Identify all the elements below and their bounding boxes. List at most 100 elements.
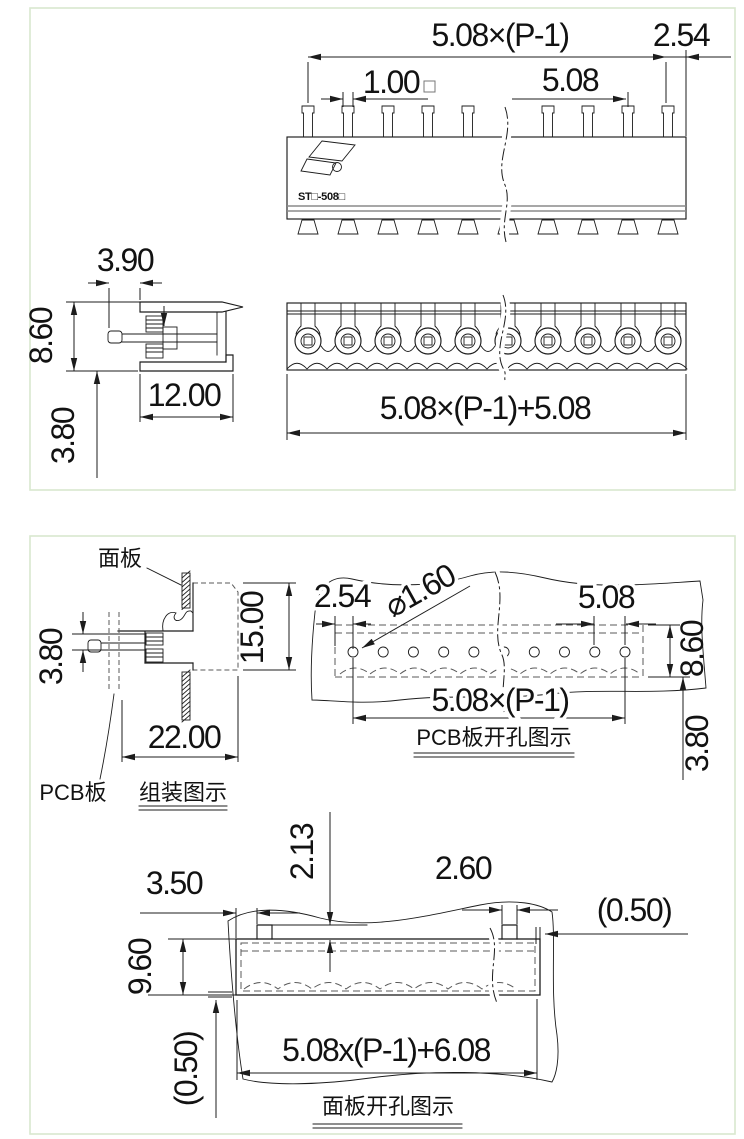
dim-height: 8.60 <box>674 620 710 677</box>
terminal-inner <box>620 333 636 349</box>
panel-cutout-title: 面板开孔图示 <box>322 1094 454 1119</box>
latch-foot <box>617 219 639 235</box>
dimension-lines <box>72 582 296 762</box>
dim-height: 8.60 <box>23 307 59 364</box>
hatch <box>181 579 191 588</box>
dimension-lines <box>66 279 234 478</box>
hatch <box>181 574 191 584</box>
square-hole <box>623 336 633 346</box>
terminal-ring <box>534 327 562 355</box>
cell-arc <box>520 345 536 352</box>
side-view-drawing: 3.90 8.60 12.00 3.80 <box>23 242 244 478</box>
dim-depth: 22.00 <box>148 719 221 755</box>
hatch <box>181 583 191 593</box>
cell-neck <box>295 302 321 335</box>
break-line <box>497 105 513 244</box>
dim-hole-diameter: ⌀1.60 <box>379 556 462 624</box>
terminal-ring <box>574 327 602 355</box>
top-wall <box>139 301 244 313</box>
pcb-hole-title: PCB板开孔图示 <box>416 725 571 750</box>
hatch <box>181 700 191 710</box>
pcb-region-outline <box>310 571 707 703</box>
square-hole <box>303 336 313 346</box>
dim-pitch: 5.08 <box>578 579 635 615</box>
latch-foot <box>577 219 599 235</box>
cell-neck <box>575 302 601 335</box>
cell-arc <box>640 345 656 352</box>
pcb-hole <box>407 646 419 658</box>
terminal-inner <box>340 333 356 349</box>
brand-logo <box>300 140 356 176</box>
terminal-inner <box>660 333 676 349</box>
dim-height: 15.00 <box>234 591 270 664</box>
dim-clearance-right: (0.50) <box>597 892 672 928</box>
dim-pin-offset: 3.80 <box>33 628 69 685</box>
front-panel-upper <box>181 572 191 609</box>
latch-foot <box>497 219 519 235</box>
hatch <box>181 705 191 714</box>
break-chain-line <box>501 106 509 243</box>
square-hole <box>423 336 433 346</box>
dim-notch-width: 2.60 <box>435 850 492 886</box>
dim-notch-height: 2.13 <box>284 823 320 880</box>
terminal-ring <box>654 327 682 355</box>
terminal-inner <box>300 333 316 349</box>
pcb-hole <box>438 646 450 658</box>
cell-neck <box>375 302 401 335</box>
break-line <box>490 570 509 713</box>
cell-arc <box>600 345 616 352</box>
front-panel-lower <box>181 671 191 721</box>
top-view-drawing: ST□-508□ 5.08×(P-1) 2.54 1.00 5.08 <box>286 17 731 244</box>
hatch <box>181 673 191 683</box>
assembly-title: 组装图示 <box>139 780 227 805</box>
hatch <box>181 687 191 696</box>
pin <box>581 105 595 138</box>
dimension-lines <box>316 585 690 780</box>
panel-leader-line <box>146 567 182 586</box>
break-line <box>495 293 511 382</box>
hatch <box>181 714 191 723</box>
square-hole <box>343 336 353 346</box>
cell-neck <box>655 302 681 335</box>
dim-pin-offset: 3.80 <box>45 407 81 464</box>
cell-neck <box>415 302 441 335</box>
panel2-border <box>29 535 736 1135</box>
contact-pin <box>107 315 218 359</box>
bottom-body <box>286 302 687 371</box>
cell-arc <box>560 345 576 352</box>
dim-height: 9.60 <box>122 938 158 995</box>
panel1-border <box>29 7 736 491</box>
pin <box>341 105 355 138</box>
label-pcb: PCB板 <box>39 780 106 805</box>
hidden-connector-outline <box>240 942 536 992</box>
hatch <box>181 682 191 692</box>
pcb-hole <box>468 646 480 658</box>
hatch <box>181 691 191 701</box>
panel-hatching <box>181 570 191 723</box>
footprint-outline <box>334 624 644 678</box>
bottom-wall <box>139 354 234 372</box>
cell-arc <box>480 345 496 352</box>
pcb-hole <box>619 646 631 658</box>
latch-feet-row <box>297 219 679 235</box>
dim-edge: 2.54 <box>314 578 371 614</box>
pcb-hole <box>528 646 540 658</box>
cell-arc <box>440 345 456 352</box>
hole-row <box>347 646 631 658</box>
square-hole <box>583 336 593 346</box>
dimension-lines <box>307 50 731 136</box>
assembly-drawing: 面板 PCB板 3.80 15.00 22.00 组装图示 <box>33 546 296 811</box>
latch-foot <box>377 219 399 235</box>
left-notch <box>256 924 273 940</box>
latch-foot <box>657 219 679 235</box>
dim-pitch: 5.08 <box>542 62 599 98</box>
dim-total-length: 5.08×(P-1)+5.08 <box>380 390 591 426</box>
cutout-rect <box>235 938 541 996</box>
housing-hidden-outline <box>193 582 239 671</box>
connector-body <box>286 136 687 220</box>
terminal-inner <box>580 333 596 349</box>
pin <box>621 105 635 138</box>
dim-depth: 12.00 <box>148 377 221 413</box>
hatch <box>181 597 191 606</box>
pcb-leader-line <box>99 693 115 780</box>
